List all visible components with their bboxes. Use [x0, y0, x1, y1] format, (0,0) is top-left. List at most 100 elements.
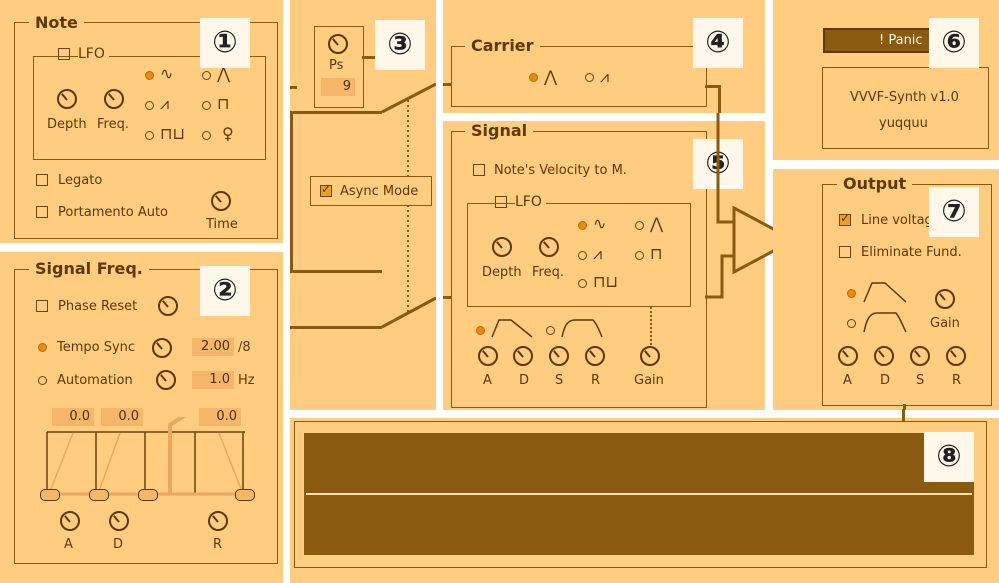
automation-radio[interactable]: [38, 376, 47, 385]
note-lfo-wave-square-radio[interactable]: [202, 101, 211, 110]
note-panel: Note LFO ∿ ⋀ ⩘ ⊓ ⊓⊔ ♀ Depth Freq. Legato…: [0, 0, 283, 243]
random-wave-icon: ⊓⊔: [593, 272, 618, 291]
phase-reset-knob[interactable]: [158, 296, 178, 316]
signal-gain-knob[interactable]: [640, 346, 660, 366]
triangle-wave-icon: ⋀: [217, 64, 231, 83]
tempo-sync-unit: /8: [238, 340, 251, 355]
note-lfo-wave-sine-radio[interactable]: [145, 71, 154, 80]
signal-gain-label: Gain: [634, 373, 664, 388]
wire: [705, 85, 720, 88]
saw-wave-icon: ⩘: [593, 244, 603, 263]
signal-lfo-depth-knob[interactable]: [492, 237, 512, 257]
prescaler-label: Ps: [329, 58, 344, 73]
signal-freq-decay-knob[interactable]: [109, 511, 129, 531]
output-release-knob[interactable]: [946, 346, 966, 366]
env-value-r[interactable]: 0.0: [199, 408, 241, 426]
signal-lfo-freq-label: Freq.: [532, 265, 564, 280]
oscilloscope-trace: [306, 493, 972, 495]
signal-lfo-sine-radio[interactable]: [578, 221, 587, 230]
carrier-saw-radio[interactable]: [585, 73, 594, 82]
signal-attack-label: A: [483, 373, 492, 388]
section-badge-7: ⑦: [929, 187, 979, 237]
wire: [290, 86, 297, 89]
eliminate-fund-label: Eliminate Fund.: [861, 245, 962, 260]
signal-sustain-knob[interactable]: [549, 346, 569, 366]
eliminate-fund-checkbox[interactable]: [839, 246, 851, 258]
prescaler-value[interactable]: 9: [321, 78, 355, 96]
output-env-shape-2-radio[interactable]: [847, 319, 856, 328]
async-mode-label: Async Mode: [340, 184, 419, 199]
signal-decay-knob[interactable]: [513, 346, 533, 366]
output-env-shape-1-radio[interactable]: [847, 289, 856, 298]
automation-value[interactable]: 1.0: [192, 371, 234, 389]
tempo-sync-radio[interactable]: [38, 343, 47, 352]
output-decay-knob[interactable]: [874, 346, 894, 366]
note-lfo-wave-random-radio[interactable]: [145, 131, 154, 140]
output-title: Output: [837, 175, 913, 193]
output-attack-knob[interactable]: [838, 346, 858, 366]
signal-release-knob[interactable]: [585, 346, 605, 366]
signal-release-label: R: [591, 373, 601, 388]
info-box: [822, 67, 989, 149]
signal-freq-attack-knob[interactable]: [60, 511, 80, 531]
wire: [718, 85, 721, 113]
tempo-sync-label: Tempo Sync: [57, 340, 136, 355]
note-lfo-wave-mic-radio[interactable]: [202, 131, 211, 140]
envelope-shape-2-icon: [863, 312, 907, 333]
signal-lfo-saw-radio[interactable]: [578, 251, 587, 260]
output-sustain-knob[interactable]: [910, 346, 930, 366]
portamento-checkbox[interactable]: [36, 206, 48, 218]
panic-button-label: ! Panic: [879, 33, 923, 48]
output-attack-label: A: [843, 373, 852, 388]
line-voltage-checkbox[interactable]: [839, 211, 851, 226]
note-depth-knob[interactable]: [57, 89, 77, 109]
tempo-sync-knob[interactable]: [152, 338, 172, 358]
velocity-checkbox[interactable]: [473, 164, 485, 176]
env-value-a[interactable]: 0.0: [52, 408, 94, 426]
info-panel: ! Panic VVVF-Synth v1.0 yuqquu ⑥: [773, 0, 999, 160]
tempo-sync-value[interactable]: 2.00: [192, 338, 234, 356]
velocity-label: Note's Velocity to M.: [494, 163, 627, 178]
signal-env-shape-2-radio[interactable]: [546, 326, 555, 335]
signal-lfo-triangle-radio[interactable]: [635, 221, 644, 230]
env-handle-s[interactable]: [138, 489, 158, 501]
signal-freq-release-label: R: [213, 537, 223, 552]
signal-lfo-checkbox[interactable]: [495, 196, 507, 208]
legato-checkbox[interactable]: [36, 174, 48, 186]
env-value-d[interactable]: 0.0: [101, 408, 143, 426]
signal-lfo-label: LFO: [515, 195, 546, 210]
wire: [443, 83, 451, 86]
signal-env-shape-1-radio[interactable]: [476, 326, 485, 335]
note-freq-label: Freq.: [97, 117, 129, 132]
output-gain-knob[interactable]: [935, 289, 955, 309]
env-handle-a[interactable]: [40, 489, 60, 501]
signal-freq-title: Signal Freq.: [29, 260, 149, 278]
wire: [290, 270, 382, 273]
env-handle-r[interactable]: [235, 489, 255, 501]
square-wave-icon: ⊓: [650, 244, 663, 263]
phase-reset-checkbox[interactable]: [36, 300, 48, 312]
async-mode-checkbox[interactable]: [320, 182, 332, 197]
signal-freq-release-knob[interactable]: [208, 511, 228, 531]
note-freq-knob[interactable]: [104, 89, 124, 109]
signal-decay-label: D: [519, 373, 530, 388]
wire: [903, 404, 906, 410]
sine-wave-icon: ∿: [160, 64, 174, 83]
automation-knob[interactable]: [156, 370, 176, 390]
line-voltage-label: Line voltage: [861, 213, 941, 228]
prescaler-knob[interactable]: [328, 34, 348, 54]
phase-reset-label: Phase Reset: [58, 299, 138, 314]
square-wave-icon: ⊓: [217, 94, 230, 113]
env-handle-d[interactable]: [89, 489, 109, 501]
signal-attack-knob[interactable]: [478, 346, 498, 366]
saw-wave-icon: ⩘: [160, 94, 170, 113]
signal-lfo-freq-knob[interactable]: [539, 237, 559, 257]
note-lfo-wave-saw-radio[interactable]: [145, 101, 154, 110]
signal-lfo-square-radio[interactable]: [635, 251, 644, 260]
portamento-time-knob[interactable]: [211, 191, 231, 211]
signal-lfo-random-radio[interactable]: [578, 279, 587, 288]
scope-panel: ⑧: [290, 409, 999, 583]
note-lfo-wave-triangle-radio[interactable]: [202, 71, 211, 80]
carrier-triangle-radio[interactable]: [529, 73, 538, 82]
note-lfo-checkbox[interactable]: [58, 48, 70, 60]
